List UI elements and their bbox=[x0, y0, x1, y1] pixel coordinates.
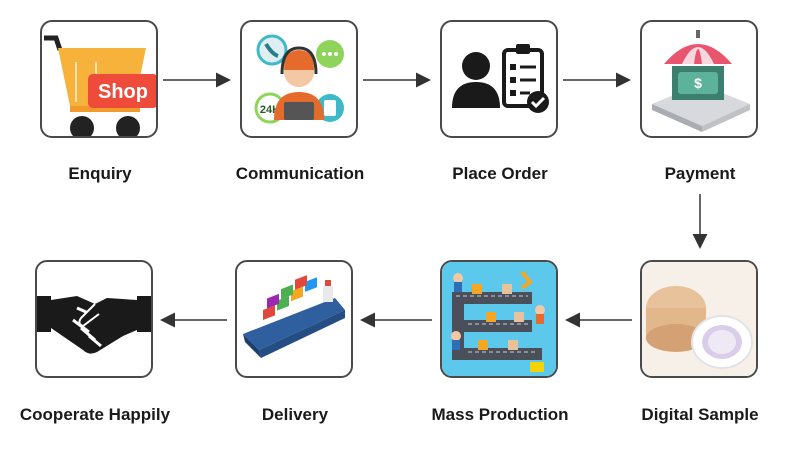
step-cooperate-happily-box bbox=[35, 260, 153, 378]
step-communication: 24H Communication bbox=[200, 0, 400, 200]
step-delivery: Delivery bbox=[195, 0, 395, 440]
handshake-icon bbox=[37, 296, 151, 354]
user-checklist-icon bbox=[452, 44, 549, 113]
dollar-badge-text: $ bbox=[694, 75, 702, 91]
step-mass-production-label: Mass Production bbox=[431, 405, 569, 424]
step-communication-label: Communication bbox=[235, 164, 365, 183]
step-cooperate-happily: Cooperate Happily bbox=[0, 0, 195, 440]
step-digital-sample-label: Digital Sample bbox=[641, 405, 759, 424]
step-payment: $ Payment bbox=[600, 0, 800, 200]
money-store-icon: $ bbox=[652, 30, 750, 132]
shopping-cart-icon: Shop bbox=[44, 35, 156, 136]
paper-tube-icon bbox=[642, 262, 756, 376]
cargo-ship-icon bbox=[243, 275, 345, 358]
step-enquiry-label: Enquiry bbox=[68, 164, 132, 183]
shop-badge-text: Shop bbox=[98, 81, 148, 103]
step-digital-sample: Digital Sample bbox=[600, 0, 800, 440]
step-delivery-box bbox=[235, 260, 353, 378]
step-place-order: Place Order bbox=[400, 0, 600, 200]
step-place-order-box bbox=[440, 20, 558, 138]
step-digital-sample-box bbox=[640, 260, 758, 378]
step-mass-production: Mass Production bbox=[400, 0, 600, 440]
step-place-order-label: Place Order bbox=[452, 164, 548, 183]
step-delivery-label: Delivery bbox=[261, 405, 329, 424]
step-enquiry: Shop Enquiry bbox=[0, 0, 200, 200]
step-enquiry-box: Shop bbox=[40, 20, 158, 138]
step-communication-box: 24H bbox=[240, 20, 358, 138]
step-mass-production-box bbox=[440, 260, 558, 378]
step-payment-box: $ bbox=[640, 20, 758, 138]
step-cooperate-happily-label: Cooperate Happily bbox=[19, 405, 171, 424]
step-payment-label: Payment bbox=[664, 164, 736, 183]
factory-assembly-icon bbox=[442, 262, 556, 376]
customer-service-icon: 24H bbox=[254, 34, 344, 124]
